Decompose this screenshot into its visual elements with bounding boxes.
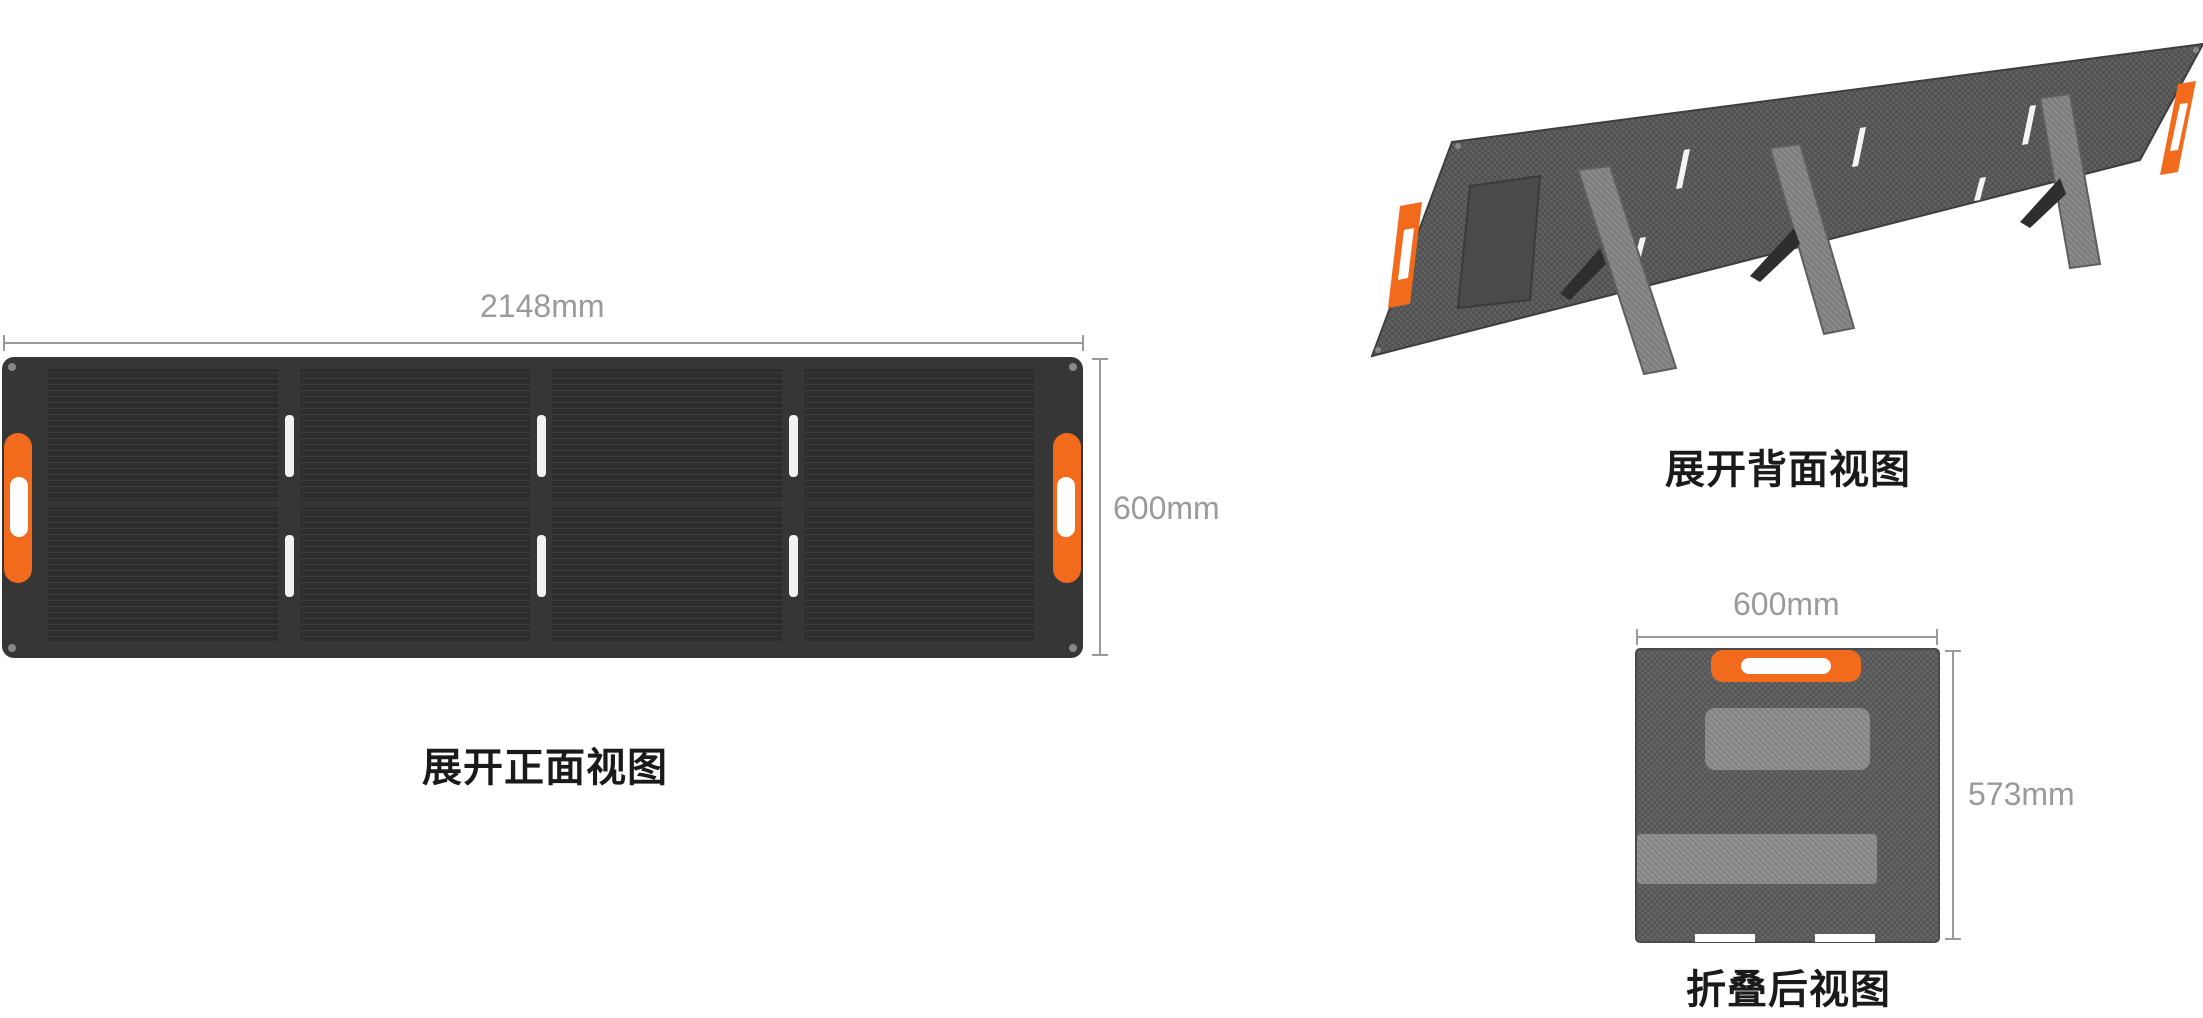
folded-height-dimension-line bbox=[1945, 650, 1961, 940]
back-right-handle bbox=[2160, 81, 2196, 175]
folded-handle bbox=[1711, 650, 1861, 682]
solar-cell-blocks bbox=[48, 369, 1034, 641]
left-handle bbox=[4, 433, 32, 583]
front-view-caption: 展开正面视图 bbox=[422, 745, 668, 791]
front-width-dimension-line bbox=[3, 335, 1084, 351]
front-height-dimension-line bbox=[1092, 358, 1108, 656]
folded-width-label: 600mm bbox=[1733, 586, 1840, 622]
back-view-caption: 展开背面视图 bbox=[1665, 447, 1911, 493]
right-handle bbox=[1053, 433, 1081, 583]
solar-panel-front-image bbox=[2, 357, 1083, 658]
folded-width-dimension-line bbox=[1636, 629, 1938, 645]
solar-panel-folded-image bbox=[1635, 648, 1940, 943]
back-left-handle bbox=[1388, 202, 1422, 308]
front-height-label: 600mm bbox=[1113, 490, 1220, 526]
folded-view-caption: 折叠后视图 bbox=[1686, 967, 1891, 1013]
kickstands bbox=[1560, 92, 2102, 376]
solar-panel-back-image bbox=[1370, 42, 2203, 376]
folded-height-label: 573mm bbox=[1968, 776, 2075, 812]
fold-slots bbox=[285, 415, 798, 597]
front-width-label: 2148mm bbox=[480, 288, 605, 324]
